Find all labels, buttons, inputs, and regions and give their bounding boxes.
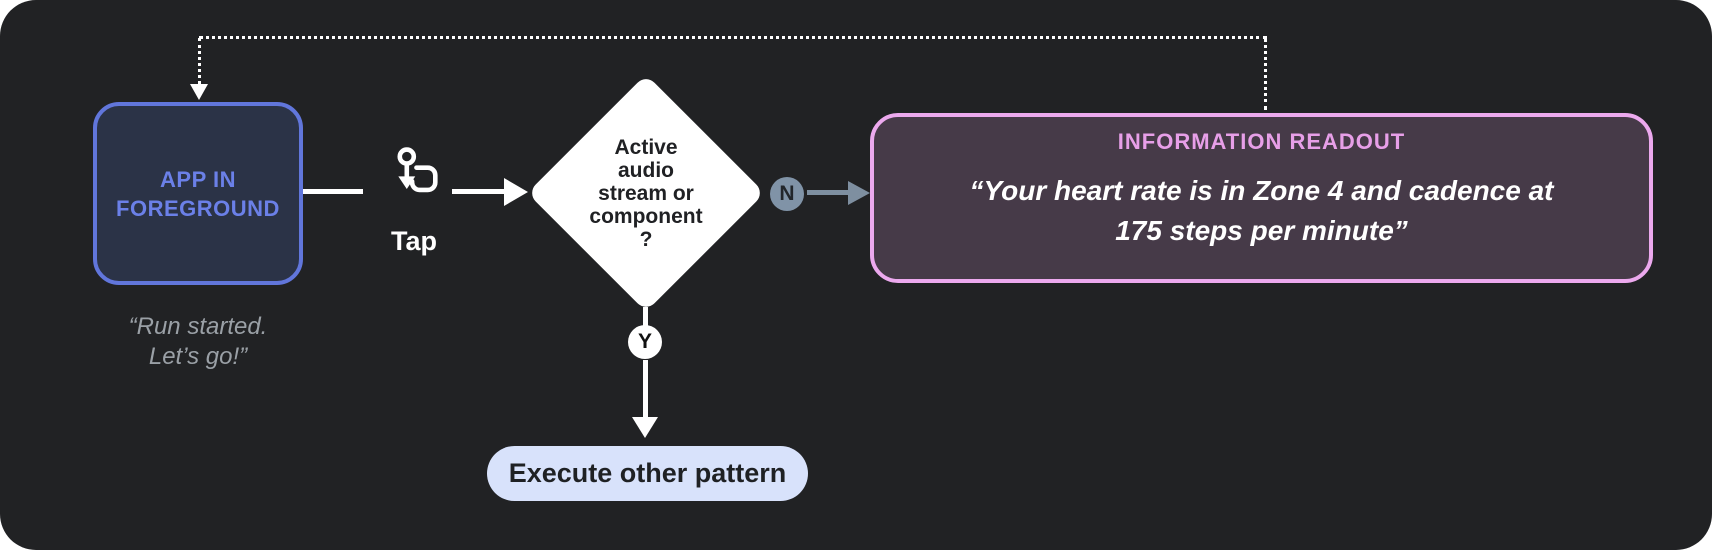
decision-line4: component [589, 204, 703, 228]
readout-quote-line1: “Your heart rate is in Zone 4 and cadenc… [969, 175, 1554, 206]
decision-label: Active audio stream or component ? [546, 109, 746, 277]
tap-label: Tap [391, 226, 437, 256]
connector-tap-to-decision [452, 189, 506, 194]
decision-line3: stream or [598, 181, 694, 205]
app-box-label-line2: FOREGROUND [116, 195, 280, 221]
connector-yes-to-execute [643, 360, 648, 418]
readout-title: INFORMATION READOUT [1117, 129, 1406, 154]
feedback-loop-line-horizontal [199, 36, 1267, 39]
decision-line5: ? [639, 227, 653, 251]
app-quote-line2: Let’s go!” [148, 343, 248, 370]
feedback-loop-line-right [1264, 38, 1267, 110]
branch-no-badge: N [770, 177, 804, 211]
app-quote-line1: “Run started. [128, 313, 268, 340]
arrowhead-yes-to-execute [632, 417, 658, 438]
node-execute-other-pattern: Execute other pattern [487, 446, 808, 501]
branch-yes-badge: Y [628, 325, 662, 359]
execute-pill-label: Execute other pattern [508, 458, 787, 488]
connector-app-to-tap [303, 189, 363, 194]
branch-yes-label: Y [637, 330, 652, 353]
app-box-label-line1: APP IN [160, 166, 236, 192]
node-information-readout: INFORMATION READOUT “Your heart rate is … [870, 113, 1653, 283]
branch-no-label: N [779, 182, 795, 205]
app-voice-quote: “Run started. Let’s go!” [63, 312, 333, 372]
connector-decision-to-yes [643, 307, 648, 327]
feedback-loop-arrowhead [190, 84, 208, 100]
readout-quote-line2: 175 steps per minute” [1115, 215, 1408, 246]
connector-no-to-readout [807, 190, 849, 195]
readout-quote: “Your heart rate is in Zone 4 and cadenc… [874, 171, 1649, 251]
tap-icon [397, 147, 438, 193]
arrowhead-tap-to-decision [504, 178, 528, 206]
arrowhead-no-to-readout [848, 181, 870, 205]
feedback-loop-line-left [198, 38, 201, 84]
node-app-in-foreground: APP IN FOREGROUND [93, 102, 303, 285]
decision-line2: audio [618, 158, 674, 182]
decision-line1: Active [614, 135, 678, 159]
